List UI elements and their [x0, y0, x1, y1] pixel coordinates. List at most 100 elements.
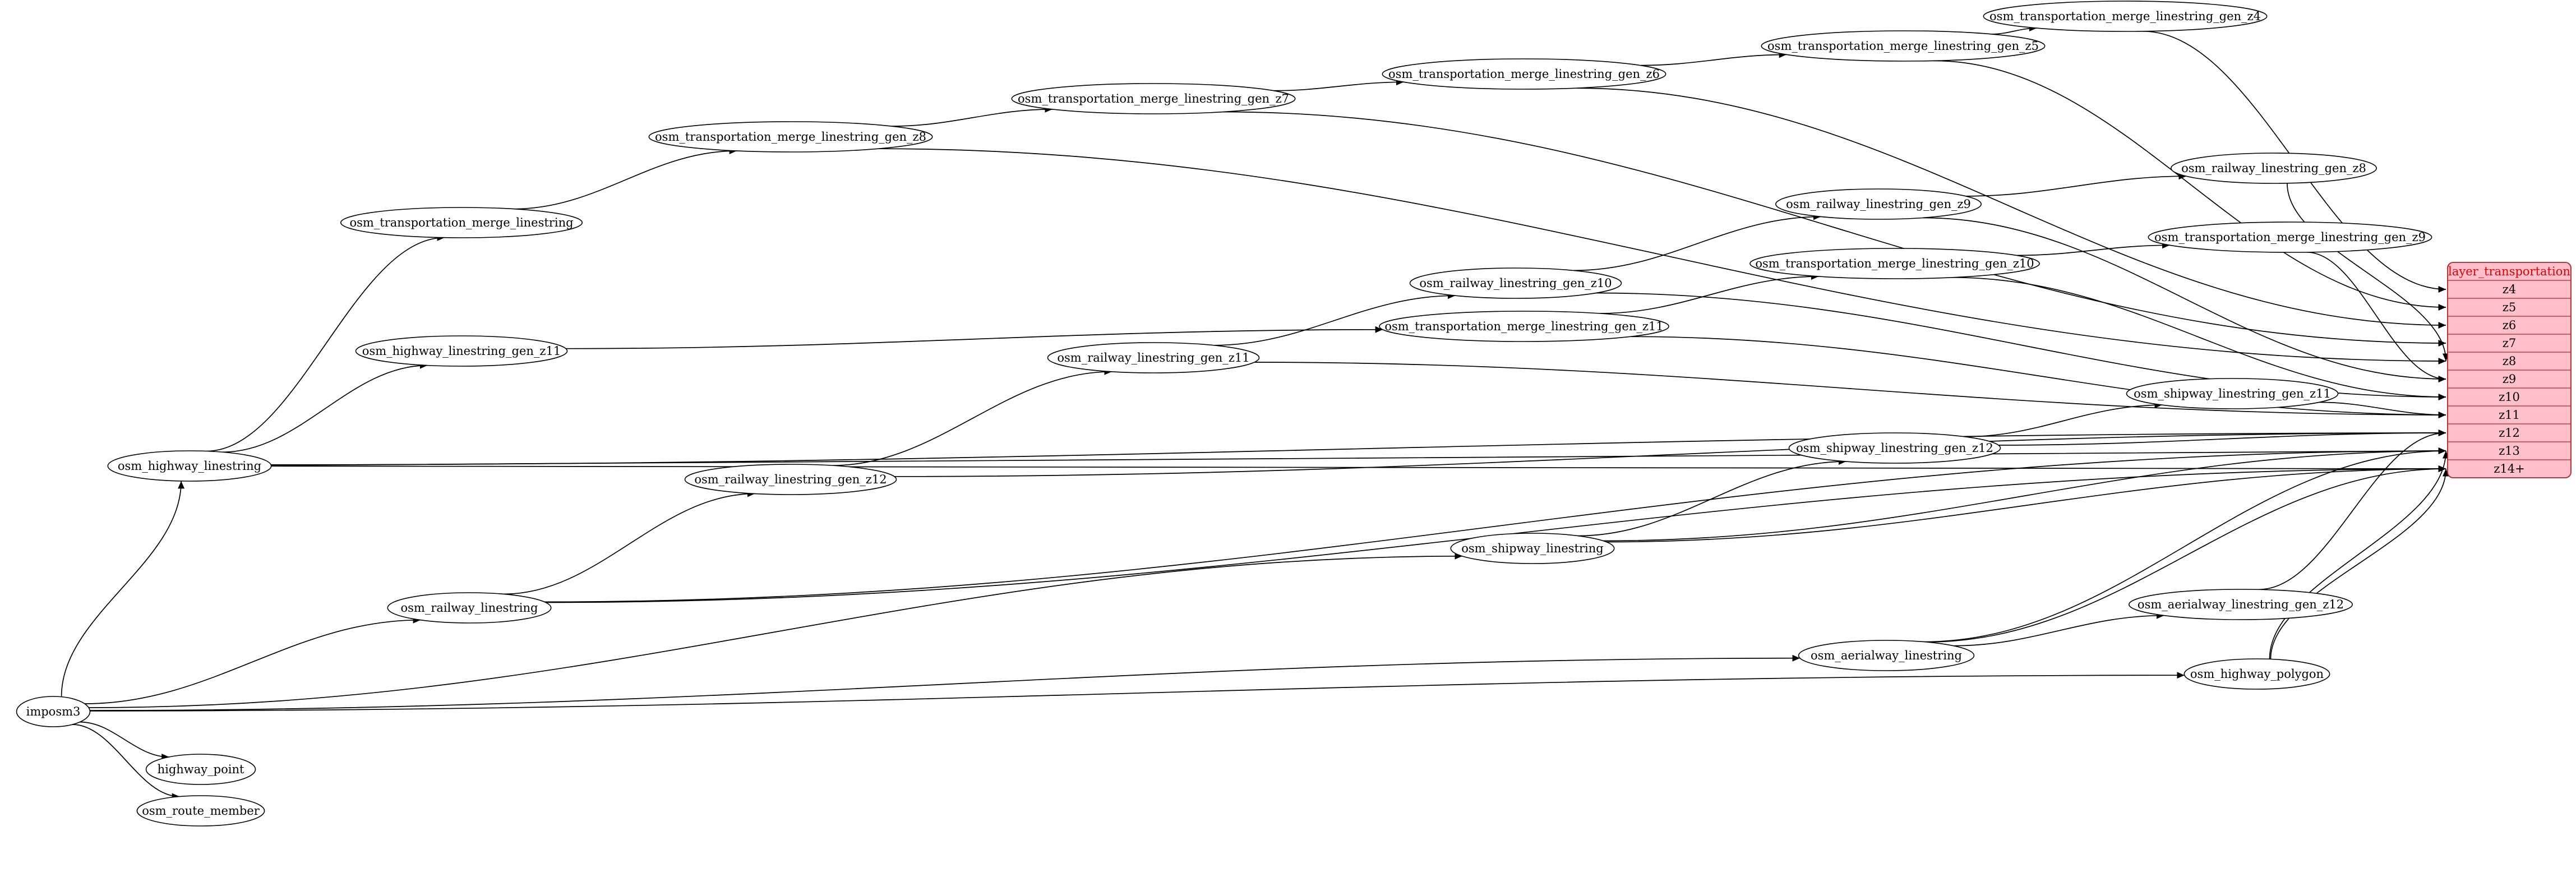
- node-ellipse-osm_transportation_merge_linestring_gen_z8: [648, 121, 933, 153]
- node-label-imposm3: imposm3: [26, 705, 81, 718]
- node-ellipse-osm_transportation_merge_linestring_gen_z6: [1382, 58, 1666, 90]
- node-label-osm_transportation_merge_linestring_gen_z7: osm_transportation_merge_linestring_gen_…: [1018, 92, 1289, 105]
- table-node-osm_transportation_merge_linestring_gen_z7: osm_transportation_merge_linestring_gen_…: [1011, 83, 1296, 114]
- node-label-osm_shipway_linestring_gen_z12: osm_shipway_linestring_gen_z12: [1796, 441, 1993, 455]
- table-node-osm_highway_polygon: osm_highway_polygon: [2183, 658, 2330, 690]
- table-node-osm_transportation_merge_linestring_gen_z10: osm_transportation_merge_linestring_gen_…: [1749, 248, 2040, 279]
- table-node-osm_shipway_linestring_gen_z11: osm_shipway_linestring_gen_z11: [2126, 378, 2339, 409]
- layer-row-z13: z13: [2499, 444, 2520, 458]
- edge-imposm3-to-osm_highway_linestring: [61, 481, 185, 697]
- node-ellipse-osm_highway_linestring_gen_z11: [355, 335, 568, 367]
- edge-osm_highway_linestring-to-layer_transportation-z13: [271, 447, 2446, 466]
- edge-osm_highway_polygon-to-layer_transportation-z13: [2269, 450, 2449, 659]
- node-label-osm_transportation_merge_linestring_gen_z9: osm_transportation_merge_linestring_gen_…: [2154, 230, 2426, 244]
- edge-osm_transportation_merge_linestring_gen_z8-to-osm_transportation_merge_linestring_gen_z7: [892, 105, 1052, 127]
- edge-osm_transportation_merge_linestring_gen_z6-to-osm_transportation_merge_linestring_gen_z5: [1640, 51, 1787, 66]
- edge-osm_shipway_linestring_gen_z12-to-layer_transportation-z12: [1998, 430, 2446, 446]
- edge-osm_shipway_linestring_gen_z12-to-osm_shipway_linestring_gen_z11: [1965, 401, 2162, 437]
- edge-osm_railway_linestring-to-osm_railway_linestring_gen_z12: [504, 490, 755, 595]
- edge-imposm3-to-osm_route_member: [72, 724, 180, 800]
- edge-osm_aerialway_linestring-to-layer_transportation-z14+: [1926, 465, 2446, 643]
- node-ellipse-imposm3: [16, 696, 91, 727]
- table-node-osm_transportation_merge_linestring_gen_z6: osm_transportation_merge_linestring_gen_…: [1382, 58, 1666, 90]
- edge-osm_transportation_merge_linestring_gen_z11-to-layer_transportation-z11: [1630, 336, 2446, 418]
- node-label-osm_transportation_merge_linestring_gen_z11: osm_transportation_merge_linestring_gen_…: [1384, 320, 1663, 333]
- edge-osm_railway_linestring_gen_z11-to-osm_railway_linestring_gen_z10: [1213, 292, 1456, 346]
- edge-osm_highway_linestring-to-osm_highway_linestring_gen_z11: [222, 362, 428, 453]
- layer-table-layer_transportation: layer_transportationz4z5z6z7z8z9z10z11z1…: [2447, 262, 2572, 478]
- edge-osm_transportation_merge_linestring-to-osm_transportation_merge_linestring_gen_z8: [514, 147, 737, 210]
- node-ellipse-osm_railway_linestring_gen_z10: [1409, 267, 1622, 299]
- edge-osm_transportation_merge_linestring_gen_z11-to-osm_transportation_merge_linestring_gen_z10: [1600, 273, 1819, 314]
- table-node-osm_transportation_merge_linestring_gen_z4: osm_transportation_merge_linestring_gen_…: [1983, 1, 2268, 32]
- edges-layer: [61, 25, 2449, 800]
- edge-osm_transportation_merge_linestring_gen_z10-to-layer_transportation-z10: [1952, 276, 2446, 400]
- node-label-osm_transportation_merge_linestring: osm_transportation_merge_linestring: [349, 216, 573, 229]
- table-node-highway_point: highway_point: [145, 754, 256, 785]
- node-label-osm_railway_linestring_gen_z10: osm_railway_linestring_gen_z10: [1419, 276, 1612, 290]
- table-node-osm_highway_linestring: osm_highway_linestring: [107, 450, 272, 482]
- edge-imposm3-to-osm_shipway_linestring: [89, 552, 1462, 708]
- node-label-osm_highway_linestring_gen_z11: osm_highway_linestring_gen_z11: [362, 344, 561, 358]
- node-label-osm_shipway_linestring: osm_shipway_linestring: [1461, 542, 1603, 555]
- table-node-osm_railway_linestring_gen_z11: osm_railway_linestring_gen_z11: [1047, 342, 1260, 373]
- table-node-osm_transportation_merge_linestring_gen_z5: osm_transportation_merge_linestring_gen_…: [1761, 30, 2046, 62]
- edge-osm_railway_linestring_gen_z12-to-layer_transportation-z12: [894, 430, 2446, 477]
- node-ellipse-osm_transportation_merge_linestring_gen_z10: [1749, 248, 2040, 279]
- node-label-osm_transportation_merge_linestring_gen_z4: osm_transportation_merge_linestring_gen_…: [1989, 10, 2261, 23]
- table-node-osm_railway_linestring_gen_z9: osm_railway_linestring_gen_z9: [1775, 188, 1982, 220]
- table-node-osm_railway_linestring_gen_z10: osm_railway_linestring_gen_z10: [1409, 267, 1622, 299]
- node-label-osm_railway_linestring_gen_z12: osm_railway_linestring_gen_z12: [694, 473, 887, 486]
- node-ellipse-osm_railway_linestring: [387, 592, 552, 624]
- table-node-osm_railway_linestring: osm_railway_linestring: [387, 592, 552, 624]
- layer-row-z12: z12: [2499, 426, 2520, 440]
- edge-osm_highway_linestring-to-osm_transportation_merge_linestring: [206, 234, 445, 452]
- node-label-osm_railway_linestring_gen_z9: osm_railway_linestring_gen_z9: [1786, 197, 1971, 211]
- node-ellipse-osm_highway_polygon: [2183, 658, 2330, 690]
- edge-imposm3-to-osm_aerialway_linestring: [90, 654, 1801, 711]
- edge-osm_highway_linestring_gen_z11-to-osm_transportation_merge_linestring_gen_z11: [566, 326, 1383, 349]
- node-ellipse-osm_transportation_merge_linestring_gen_z5: [1761, 30, 2046, 62]
- edge-osm_aerialway_linestring_gen_z12-to-layer_transportation-z12: [2258, 430, 2446, 590]
- edge-osm_transportation_merge_linestring_gen_z5-to-osm_transportation_merge_linestring_gen_z4: [1991, 25, 2037, 35]
- nodes-layer: imposm3 highway_point osm_route_member osm_…: [16, 1, 2432, 827]
- edge-osm_railway_linestring_gen_z8-to-layer_transportation-z8: [2287, 183, 2449, 362]
- layer-row-z10: z10: [2499, 390, 2520, 404]
- node-ellipse-osm_aerialway_linestring: [1798, 640, 1975, 671]
- node-label-osm_transportation_merge_linestring_gen_z5: osm_transportation_merge_linestring_gen_…: [1767, 39, 2039, 53]
- edge-osm_transportation_merge_linestring_gen_z9-to-layer_transportation-z9: [2306, 251, 2446, 382]
- edge-osm_transportation_merge_linestring_gen_z8-to-layer_transportation-z8: [878, 148, 2446, 364]
- layer-row-z14+: z14+: [2494, 462, 2524, 476]
- node-ellipse-osm_railway_linestring_gen_z8: [2171, 153, 2377, 184]
- node-ellipse-osm_transportation_merge_linestring: [340, 207, 583, 238]
- node-ellipse-osm_transportation_merge_linestring_gen_z4: [1983, 1, 2268, 32]
- node-ellipse-highway_point: [145, 754, 256, 785]
- layer-table-title: layer_transportation: [2448, 265, 2570, 278]
- edge-osm_shipway_linestring-to-osm_shipway_linestring_gen_z12: [1577, 458, 1846, 537]
- table-node-osm_transportation_merge_linestring_gen_z8: osm_transportation_merge_linestring_gen_…: [648, 121, 933, 153]
- table-node-osm_railway_linestring_gen_z12: osm_railway_linestring_gen_z12: [684, 464, 897, 495]
- edge-imposm3-to-osm_highway_polygon: [90, 672, 2185, 712]
- edge-osm_railway_linestring_gen_z10-to-layer_transportation-z10: [1596, 292, 2446, 400]
- node-label-osm_route_member: osm_route_member: [142, 804, 260, 818]
- table-node-osm_route_member: osm_route_member: [136, 795, 265, 827]
- edge-osm_aerialway_linestring-to-osm_aerialway_linestring_gen_z12: [1954, 612, 2164, 647]
- edge-osm_railway_linestring-to-layer_transportation-z13: [544, 447, 2446, 603]
- table-node-osm_transportation_merge_linestring_gen_z9: osm_transportation_merge_linestring_gen_…: [2148, 221, 2432, 253]
- node-ellipse-osm_railway_linestring_gen_z11: [1047, 342, 1260, 373]
- node-label-osm_transportation_merge_linestring_gen_z10: osm_transportation_merge_linestring_gen_…: [1755, 257, 2034, 270]
- edge-osm_railway_linestring_gen_z9-to-layer_transportation-z9: [1922, 217, 2446, 382]
- layer-row-z6: z6: [2503, 319, 2516, 332]
- node-label-osm_aerialway_linestring: osm_aerialway_linestring: [1811, 649, 1962, 662]
- table-node-osm_aerialway_linestring: osm_aerialway_linestring: [1798, 640, 1975, 671]
- edge-imposm3-to-osm_railway_linestring: [84, 616, 421, 704]
- node-ellipse-osm_shipway_linestring_gen_z11: [2126, 378, 2339, 409]
- edge-imposm3-to-highway_point: [80, 721, 169, 760]
- table-node-osm_transportation_merge_linestring_gen_z11: osm_transportation_merge_linestring_gen_…: [1379, 311, 1669, 342]
- node-ellipse-osm_transportation_merge_linestring_gen_z7: [1011, 83, 1296, 114]
- edge-osm_shipway_linestring-to-layer_transportation-z13: [1603, 447, 2446, 542]
- node-ellipse-osm_shipway_linestring_gen_z12: [1788, 432, 2001, 464]
- layer-row-z7: z7: [2503, 336, 2516, 350]
- node-ellipse-osm_shipway_linestring: [1450, 533, 1615, 564]
